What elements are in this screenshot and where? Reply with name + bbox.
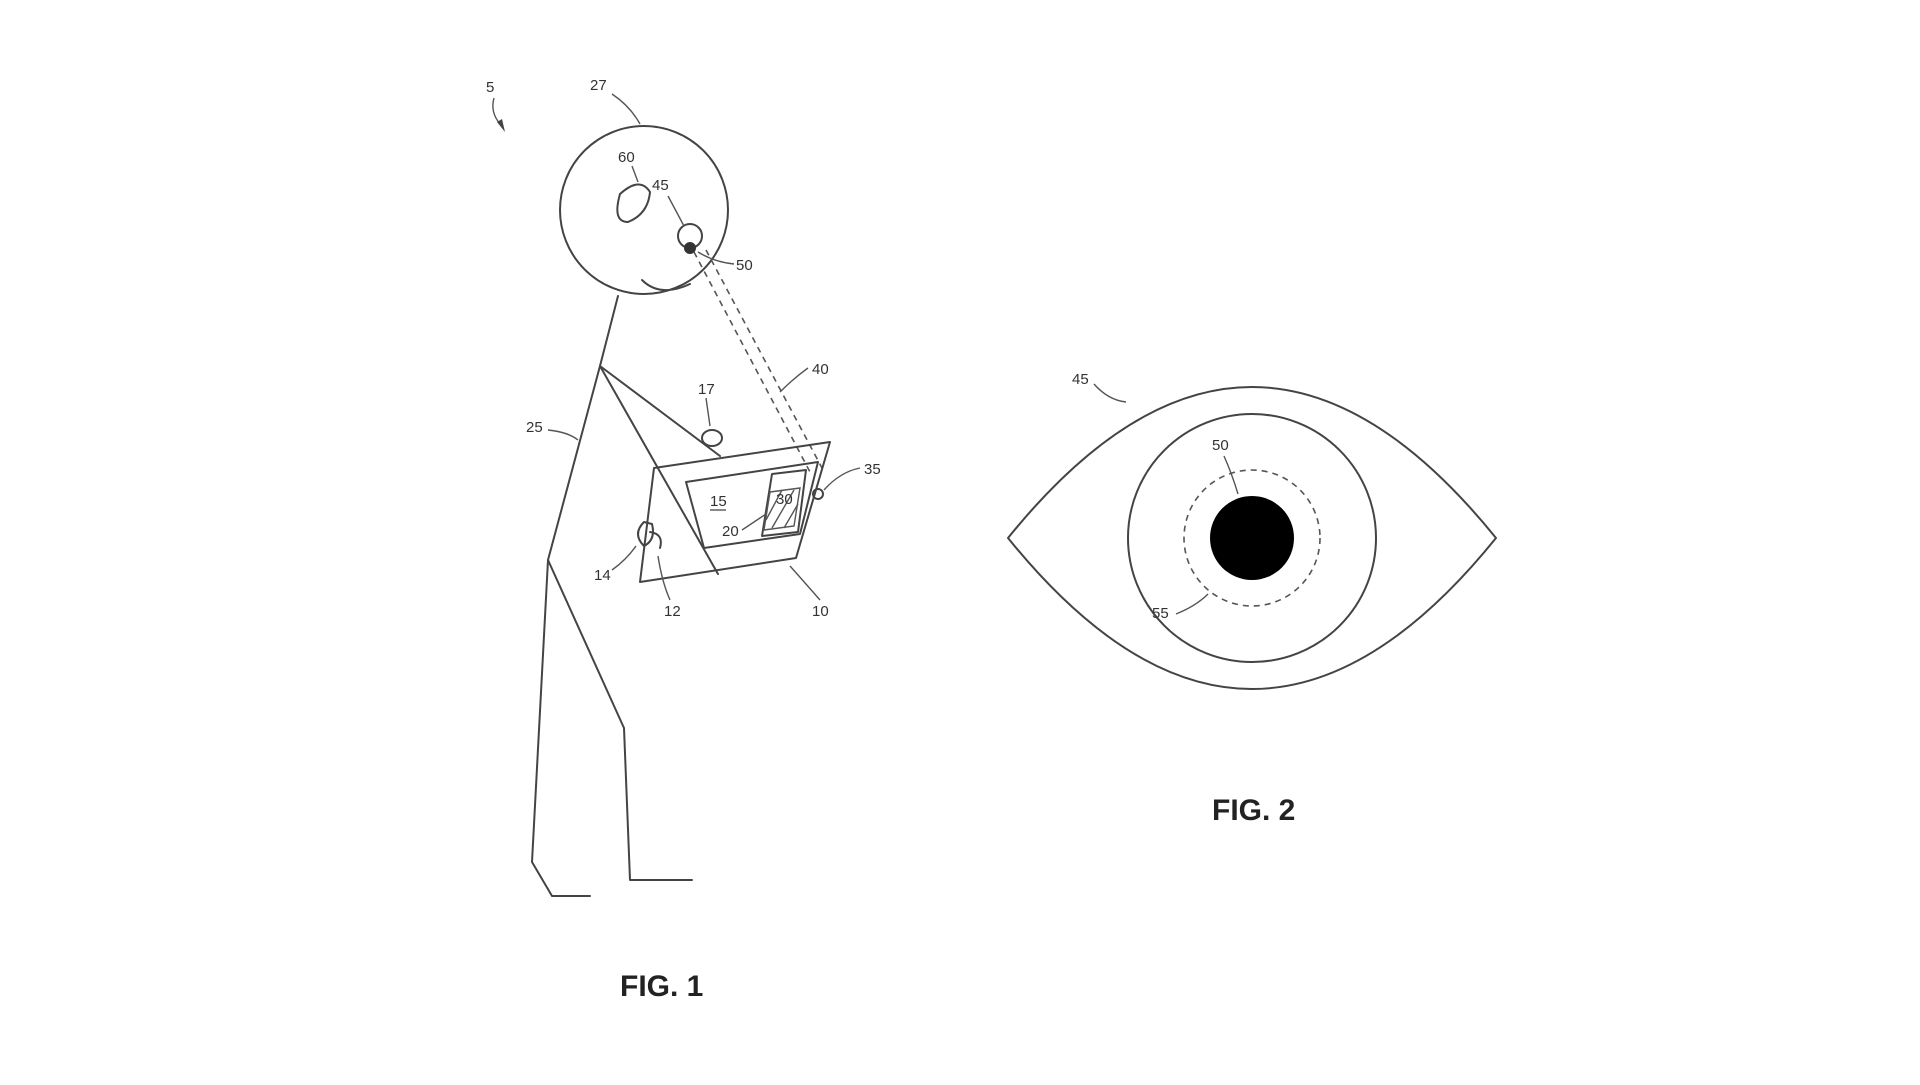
device-screen xyxy=(685,461,819,549)
ref-gaze: 40 xyxy=(812,361,829,378)
ref-screen: 15 xyxy=(710,493,727,510)
gaze-line-a xyxy=(693,251,811,473)
ref-device: 10 xyxy=(812,603,829,620)
fig1-label: FIG. 1 xyxy=(620,970,703,1003)
body-back xyxy=(531,295,619,897)
chin-curve xyxy=(641,279,691,291)
ref-target: 20 xyxy=(722,523,739,540)
iris-outline xyxy=(1127,413,1377,663)
fig2-label: FIG. 2 xyxy=(1212,794,1295,827)
ref-eye-large-leader xyxy=(1093,383,1127,403)
eye-outline xyxy=(1007,386,1497,690)
fig1-drawing: 5 27 60 45 50 40 25 17 xyxy=(486,77,881,1003)
ref-brain: 60 xyxy=(618,149,635,166)
ref-button-leader xyxy=(611,545,637,571)
target-hatch-box xyxy=(763,487,801,531)
fig2-drawing: 45 55 50 FIG. 2 xyxy=(1007,371,1497,827)
brain-region xyxy=(616,183,651,223)
pupil-large xyxy=(1210,496,1294,580)
ref-system: 5 xyxy=(486,79,494,96)
device-outline xyxy=(639,441,831,583)
ref-device-region: 30 xyxy=(776,491,793,508)
ref-sensor-leader xyxy=(823,467,861,491)
ref-hand-leader xyxy=(657,555,671,601)
ref-pupil-boundary: 55 xyxy=(1152,605,1169,622)
ref-sensor: 35 xyxy=(864,461,881,478)
ref-camera-leader xyxy=(705,397,711,427)
pupil-boundary xyxy=(1183,469,1321,607)
ref-pupil-leader xyxy=(697,251,735,265)
head-outline xyxy=(559,125,729,295)
ref-system-leader xyxy=(492,97,501,125)
arm-upper xyxy=(599,365,721,457)
target-box xyxy=(761,469,807,537)
ref-gaze-leader xyxy=(779,367,809,393)
hand-shape xyxy=(637,521,654,547)
ref-eye-large: 45 xyxy=(1072,371,1089,388)
gaze-line-b xyxy=(705,249,823,469)
ref-brain-leader xyxy=(631,165,639,183)
pupil-small xyxy=(684,242,696,254)
hand-finger xyxy=(649,531,662,549)
camera-lens xyxy=(701,429,723,447)
ref-pupil-boundary-leader xyxy=(1175,593,1209,615)
arm-lower xyxy=(599,365,719,575)
ref-pupil-large-leader xyxy=(1223,455,1239,495)
target-hatching xyxy=(765,489,799,529)
ref-body: 25 xyxy=(526,419,543,436)
legs xyxy=(547,559,693,881)
ref-pupil-large: 50 xyxy=(1212,437,1229,454)
ref-camera: 17 xyxy=(698,381,715,398)
ref-body-leader xyxy=(547,429,579,441)
ref-device-leader xyxy=(789,565,821,601)
ref-hand: 12 xyxy=(664,603,681,620)
ref-pupil: 50 xyxy=(736,257,753,274)
ref-head-leader xyxy=(611,93,641,125)
ref-eye-leader xyxy=(667,195,685,227)
ref-button: 14 xyxy=(594,567,611,584)
ref-system-arrowhead xyxy=(497,119,505,132)
ref-head: 27 xyxy=(590,77,607,94)
sensor-dot xyxy=(812,488,824,500)
ref-eye: 45 xyxy=(652,177,669,194)
ref-target-leader xyxy=(741,513,767,531)
